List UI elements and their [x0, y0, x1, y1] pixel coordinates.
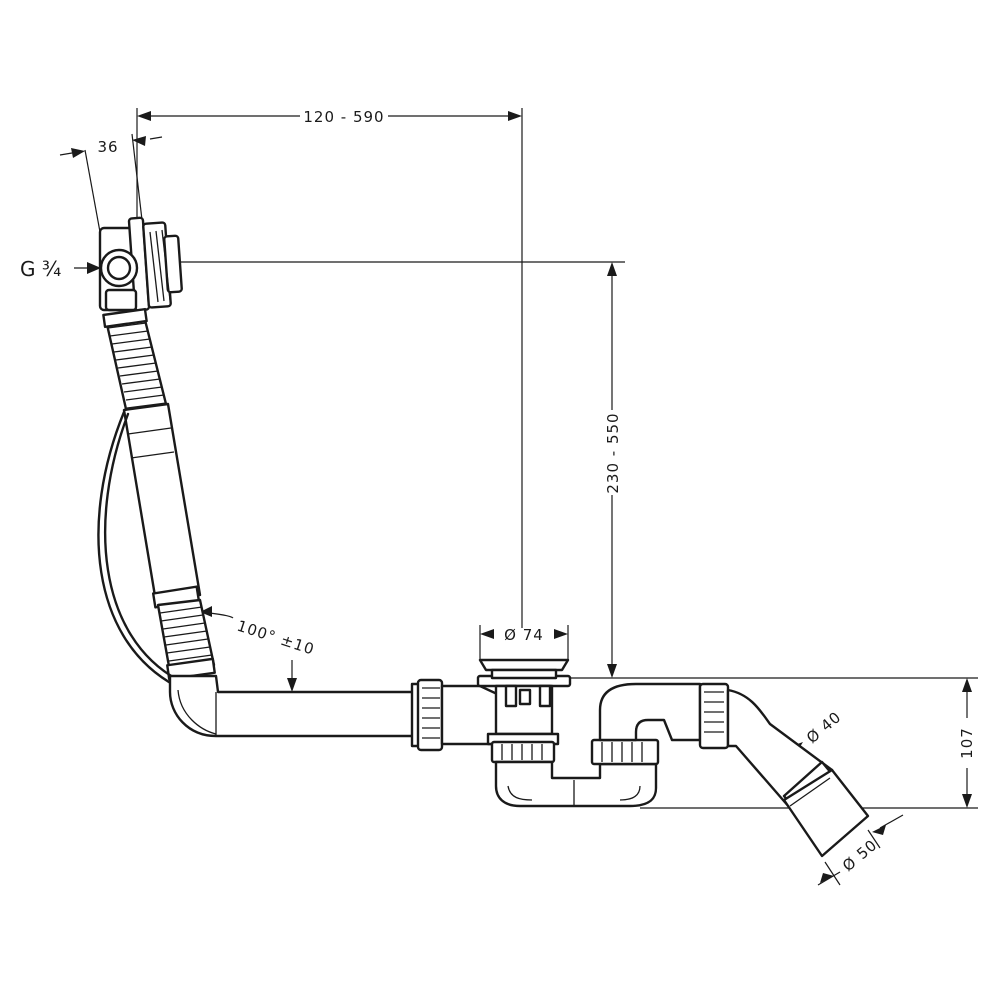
overflow-height-label: 230 - 550 — [604, 412, 622, 493]
drain-pipe — [168, 674, 520, 752]
connection-thread-label: G ¾ — [20, 257, 61, 281]
dimension-lines — [59, 108, 978, 886]
overflow-tube — [122, 402, 202, 609]
siphon-trap — [494, 682, 870, 858]
flexible-hose-upper — [102, 307, 170, 420]
overflow-head — [98, 216, 183, 312]
flexible-hose-lower — [156, 598, 216, 681]
bowden-cable — [97, 410, 178, 688]
bend-angle-label: 100° ±10 — [235, 617, 317, 659]
waste-valve — [476, 658, 572, 764]
outlet-diameter-50-label: Ø 50 — [839, 836, 881, 875]
trap-height-label: 107 — [958, 727, 976, 759]
waste-diameter-label: Ø 74 — [504, 626, 544, 644]
outlet-diameter-40-label: Ø 40 — [803, 708, 845, 747]
bowden-cable-inner — [103, 412, 180, 682]
overflow-depth-label: 36 — [97, 138, 118, 156]
drain-length-label: 120 - 590 — [303, 108, 384, 126]
